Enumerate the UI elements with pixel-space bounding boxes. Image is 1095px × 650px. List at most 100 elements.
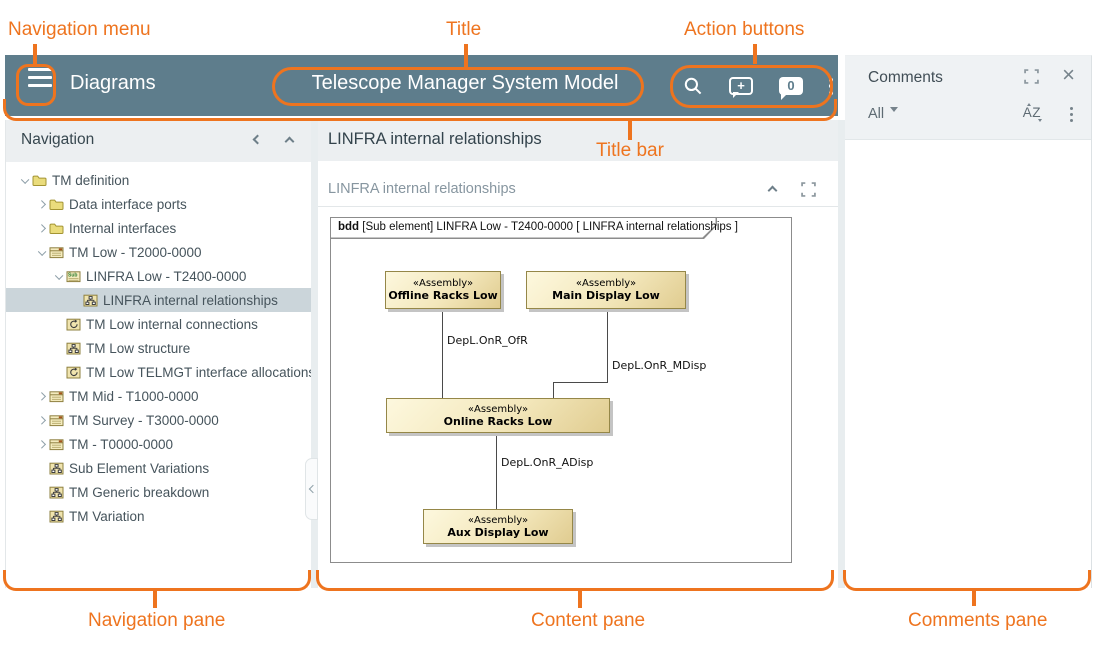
tree-caret-icon[interactable] — [35, 224, 49, 233]
annotation-circle-menu — [16, 64, 56, 106]
annotation-pointer — [578, 588, 582, 608]
tree-item[interactable]: TM - T0000-0000 — [6, 432, 311, 456]
annotation-bracket-comments-pane — [843, 570, 1091, 591]
comments-title: Comments — [868, 69, 943, 86]
fullscreen-icon[interactable] — [801, 182, 816, 197]
diagram-block[interactable]: «Assembly»Offline Racks Low — [385, 271, 501, 309]
annotation-pointer — [972, 588, 976, 606]
tree-item[interactable]: TM Low - T2000-0000 — [6, 240, 311, 264]
annotation-pointer — [464, 44, 468, 68]
page-title: LINFRA internal relationships — [328, 130, 542, 148]
collapse-tree-icon[interactable] — [284, 136, 295, 147]
tree-item[interactable]: Internal interfaces — [6, 216, 311, 240]
bdd-diagram-icon — [49, 510, 66, 523]
tree-item[interactable]: TM definition — [6, 168, 311, 192]
comments-header: Comments × All AZ — [845, 56, 1091, 140]
block-name: Offline Racks Low — [388, 289, 498, 302]
comments-pane: Comments × All AZ — [845, 55, 1092, 588]
tree-item[interactable]: TM Low structure — [6, 336, 311, 360]
hamburger-icon — [28, 68, 52, 71]
content-header: LINFRA internal relationships — [318, 120, 838, 161]
tree-item[interactable]: TM Survey - T3000-0000 — [6, 408, 311, 432]
tree-item-label: LINFRA Low - T2400-0000 — [86, 268, 247, 284]
add-comment-button[interactable]: + — [729, 77, 753, 98]
diagram-block[interactable]: «Assembly»Online Racks Low — [386, 398, 610, 433]
svg-text:Sub: Sub — [68, 272, 77, 278]
tree-item[interactable]: TM Mid - T1000-0000 — [6, 384, 311, 408]
tree-item[interactable]: Sub LINFRA Low - T2400-0000 — [6, 264, 311, 288]
tree-item-label: TM Mid - T1000-0000 — [69, 388, 199, 404]
tree-item[interactable]: TM Low TELMGT interface allocations — [6, 360, 315, 384]
element-icon — [49, 438, 66, 451]
tree-item-label: Internal interfaces — [69, 220, 177, 236]
tree-caret-icon[interactable] — [18, 176, 32, 184]
diagram-block[interactable]: «Assembly»Main Display Low — [526, 271, 686, 309]
folder-icon — [49, 198, 66, 211]
tree-item-label: TM - T0000-0000 — [69, 436, 174, 452]
diagram-frame-tab — [331, 218, 717, 239]
ibd-diagram-icon — [66, 318, 83, 331]
tree-caret-icon[interactable] — [35, 200, 49, 209]
folder-icon — [32, 174, 49, 187]
annotation-pointer — [753, 44, 757, 64]
navigation-pane-header: Navigation — [6, 120, 311, 162]
close-comments-icon[interactable]: × — [1062, 62, 1075, 87]
tree-caret-icon[interactable] — [52, 272, 66, 280]
tree-item[interactable]: TM Variation — [6, 504, 311, 528]
tree-item-label: Data interface ports — [69, 196, 187, 212]
tree-item[interactable]: TM Low internal connections — [6, 312, 311, 336]
tree-item[interactable]: LINFRA internal relationships — [6, 288, 311, 312]
action-buttons-group: + 0 — [683, 71, 833, 101]
annotation-navigation-pane: Navigation pane — [88, 610, 226, 631]
element-icon — [49, 390, 66, 403]
comment-count: 0 — [787, 77, 795, 93]
tree-caret-icon[interactable] — [35, 440, 49, 449]
annotation-comments-pane: Comments pane — [908, 610, 1048, 631]
comments-overflow-menu[interactable] — [1069, 104, 1073, 125]
tree-item-label: TM Generic breakdown — [69, 484, 210, 500]
tree-caret-icon[interactable] — [35, 248, 49, 256]
tree-item-label: TM Survey - T3000-0000 — [69, 412, 219, 428]
block-name: Aux Display Low — [447, 525, 549, 539]
plus-icon: + — [737, 77, 745, 93]
nav-splitter[interactable] — [311, 120, 318, 588]
bdd-diagram-icon — [66, 342, 83, 355]
folder-icon — [49, 222, 66, 235]
annotation-action-buttons: Action buttons — [684, 19, 805, 40]
tree-item[interactable]: Sub Element Variations — [6, 456, 311, 480]
comments-filter-dropdown[interactable]: All — [868, 106, 899, 122]
tree-caret-icon[interactable] — [35, 416, 49, 425]
hamburger-icon — [28, 76, 52, 79]
connector-label: DepL.OnR_ADisp — [501, 456, 594, 469]
connector-label: DepL.OnR_MDisp — [612, 359, 707, 372]
annotation-content-pane: Content pane — [531, 610, 646, 631]
bdd-diagram-icon — [49, 462, 66, 475]
tree-item[interactable]: TM Generic breakdown — [6, 480, 311, 504]
navigation-menu-button[interactable] — [26, 68, 56, 90]
sort-comments-icon[interactable]: AZ — [1023, 103, 1042, 122]
block-name: Online Racks Low — [443, 414, 553, 428]
element-icon — [49, 414, 66, 427]
tree-item-label: LINFRA internal relationships — [103, 292, 278, 308]
annotation-navigation-menu: Navigation menu — [8, 19, 151, 40]
tree-item-label: TM Low TELMGT interface allocations — [86, 364, 316, 380]
document-title: Telescope Manager System Model — [311, 72, 619, 94]
collapse-pane-icon[interactable] — [252, 134, 263, 145]
block-name: Main Display Low — [552, 289, 660, 302]
block-stereotype: «Assembly» — [575, 278, 637, 289]
annotation-circle-title — [272, 67, 644, 106]
block-stereotype: «Assembly» — [467, 403, 529, 415]
tree-item-label: TM Low internal connections — [86, 316, 258, 332]
tree-caret-icon[interactable] — [35, 392, 49, 401]
expand-comments-icon[interactable] — [1024, 69, 1039, 84]
comments-splitter[interactable] — [838, 120, 845, 588]
annotation-pointer — [628, 120, 632, 140]
collapse-section-icon[interactable] — [767, 185, 778, 196]
tree-item[interactable]: Data interface ports — [6, 192, 311, 216]
diagram-block[interactable]: «Assembly»Aux Display Low — [423, 509, 573, 544]
annotation-bracket-navigation-pane — [3, 570, 311, 591]
annotation-title: Title — [446, 19, 482, 40]
comment-count-button[interactable]: 0 — [779, 77, 803, 100]
nav-splitter-collapse-handle[interactable] — [305, 458, 318, 520]
